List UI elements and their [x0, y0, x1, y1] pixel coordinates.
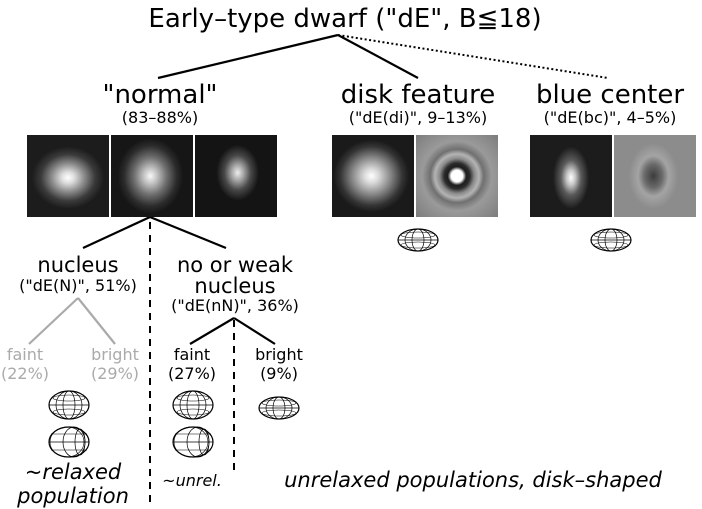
oblate-shape-icon-disk [397, 228, 439, 252]
nucleus-label: nucleus [37, 253, 119, 277]
galaxy-image-bc-residual [614, 135, 696, 217]
blue-center-fraction: ("dE(bc)", 4–5%) [543, 108, 677, 127]
connector-nonucleus-bright [233, 317, 276, 345]
spheroid-shape-icon-nucleus-1 [48, 390, 90, 420]
normal-label: "normal" [102, 80, 218, 110]
nonucleus-faint-label: faint [173, 345, 211, 364]
nucleus-faint-fraction: (22%) [0, 364, 50, 383]
spheroid-shape-icon-nucleus-2 [48, 426, 90, 458]
unrelaxed-label: unrelaxed populations, disk–shaped [284, 468, 662, 492]
galaxy-image-normal-1 [27, 135, 109, 217]
diagram-title: Early–type dwarf ("dE", B≦18) [148, 4, 542, 34]
connector-nucleus-bright [77, 297, 116, 345]
connector-normal-nonucleus [149, 215, 227, 250]
galaxy-image-disk-1 [332, 135, 414, 217]
nucleus-bright-label: bright [91, 345, 139, 364]
relaxed-label-line2: population [17, 484, 129, 508]
connector-root-bc [337, 34, 609, 79]
galaxy-image-disk-residual [416, 135, 498, 217]
nonucleus-fraction: ("dE(nN)", 36%) [171, 296, 299, 315]
connector-nonucleus-faint [189, 317, 235, 345]
disk-feature-label: disk feature [340, 80, 496, 110]
connector-normal-nucleus [82, 216, 151, 249]
normal-fraction: (83–88%) [121, 108, 199, 127]
nucleus-faint-label: faint [6, 345, 44, 364]
connector-nucleus-faint [28, 297, 79, 345]
spheroid-shape-icon-nonucleus-faint-1 [172, 390, 214, 420]
unrel-label: ~unrel. [162, 471, 222, 490]
nonucleus-faint-fraction: (27%) [167, 364, 217, 383]
nonucleus-bright-label: bright [255, 345, 303, 364]
galaxy-image-normal-2 [111, 135, 193, 217]
oblate-shape-icon-nonucleus-bright [258, 396, 300, 420]
relaxed-label-line1: ~relaxed [24, 460, 122, 484]
nucleus-bright-fraction: (29%) [90, 364, 140, 383]
blue-center-label: blue center [535, 80, 685, 110]
nonucleus-bright-fraction: (9%) [260, 364, 298, 383]
nonucleus-label-line1: no or weak [176, 253, 294, 277]
disk-feature-fraction: ("dE(di)", 9–13%) [348, 108, 488, 127]
galaxy-image-normal-3 [195, 135, 277, 217]
connector-root-disk [337, 34, 419, 79]
connector-root-normal [157, 33, 339, 80]
spheroid-shape-icon-nonucleus-faint-2 [172, 426, 214, 458]
oblate-shape-icon-bc [590, 228, 632, 252]
nucleus-fraction: ("dE(N)", 51%) [19, 276, 137, 295]
nonucleus-label-line2: nucleus [194, 274, 276, 298]
galaxy-image-bc-1 [530, 135, 612, 217]
